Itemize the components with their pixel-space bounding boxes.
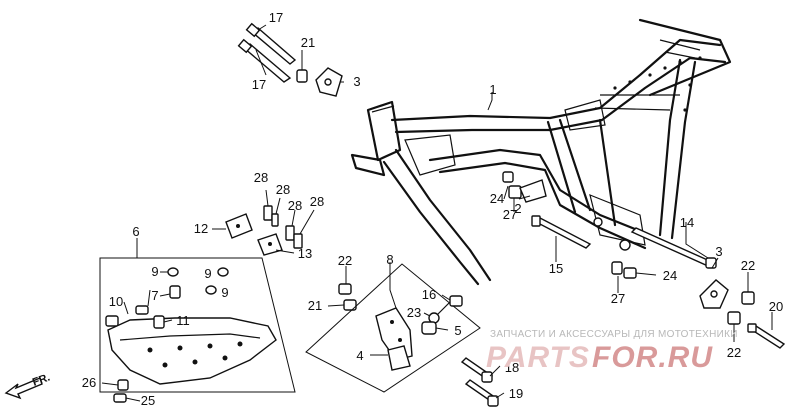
callout-24: 24 <box>663 268 677 283</box>
watermark-caption: ЗАПЧАСТИ И АКСЕССУАРЫ ДЛЯ МОТОТЕХНИКИ <box>490 329 738 340</box>
callout-27: 27 <box>611 291 625 306</box>
bolt-16 <box>435 295 463 317</box>
callout-16: 16 <box>422 287 436 302</box>
bolt-15 <box>531 215 592 249</box>
main-frame <box>350 18 732 286</box>
callout-15: 15 <box>549 261 563 276</box>
callout-28: 28 <box>276 182 290 197</box>
front-label: FR. <box>31 371 52 388</box>
callout-25: 25 <box>141 393 155 408</box>
callout-28: 28 <box>310 194 324 209</box>
front-direction-indicator: FR. <box>4 371 52 400</box>
nut-22c <box>727 311 741 325</box>
bolts-25-26 <box>113 379 129 403</box>
callout-21: 21 <box>301 35 315 50</box>
bracket-13 <box>257 233 283 256</box>
bolts-18-19 <box>460 357 499 407</box>
callout-21: 21 <box>308 298 322 313</box>
callout-20: 20 <box>769 299 783 314</box>
callout-22: 22 <box>727 345 741 360</box>
callout-22: 22 <box>338 253 352 268</box>
bracket-12 <box>225 213 253 239</box>
bracket-3b <box>699 279 729 309</box>
callout-2: 2 <box>514 201 521 216</box>
callout-3: 3 <box>353 74 360 89</box>
callout-labels: 17 17 21 3 1 2 24 27 28 28 28 28 12 13 6… <box>82 10 783 408</box>
callout-6: 6 <box>132 224 139 239</box>
callout-9: 9 <box>221 285 228 300</box>
bolts-28 <box>263 205 303 249</box>
callout-7: 7 <box>151 288 158 303</box>
callout-3: 3 <box>715 244 722 259</box>
front-arrow-icon <box>4 377 43 400</box>
callout-17: 17 <box>252 77 266 92</box>
callout-24: 24 <box>490 191 504 206</box>
callout-26: 26 <box>82 375 96 390</box>
callout-13: 13 <box>298 246 312 261</box>
watermark: ЗАПЧАСТИ И АКСЕССУАРЫ ДЛЯ МОТОТЕХНИКИ PA… <box>486 329 738 374</box>
leader-lines <box>101 24 773 402</box>
skid-plate-group <box>99 257 296 393</box>
callout-28: 28 <box>288 198 302 213</box>
bolt-14 <box>630 227 717 269</box>
callout-19: 19 <box>509 386 523 401</box>
nut-22b <box>741 291 755 305</box>
washer-23-nut-5 <box>421 312 440 335</box>
watermark-logo-parts: PARTS <box>486 341 590 374</box>
nut-21b <box>343 299 357 311</box>
nut-22a <box>338 283 352 295</box>
callout-12: 12 <box>194 221 208 236</box>
callout-11: 11 <box>176 313 190 328</box>
bolt-17 <box>237 22 297 83</box>
collars-24b-27b <box>611 261 637 279</box>
callout-5: 5 <box>454 323 461 338</box>
callout-28: 28 <box>254 170 268 185</box>
bolt-20 <box>747 323 786 349</box>
nut-21a <box>296 69 308 83</box>
callout-17: 17 <box>269 10 283 25</box>
callout-1: 1 <box>489 82 496 97</box>
callout-14: 14 <box>680 215 694 230</box>
callout-4: 4 <box>356 348 363 363</box>
callout-22: 22 <box>741 258 755 273</box>
watermark-logo-domain: FOR.RU <box>592 341 713 374</box>
callout-10: 10 <box>109 294 123 309</box>
callout-9: 9 <box>204 266 211 281</box>
callout-18: 18 <box>505 360 519 375</box>
callout-9: 9 <box>151 264 158 279</box>
callout-23: 23 <box>407 305 421 320</box>
callout-8: 8 <box>386 252 393 267</box>
bracket-3a <box>315 67 343 97</box>
callout-27: 27 <box>503 207 517 222</box>
